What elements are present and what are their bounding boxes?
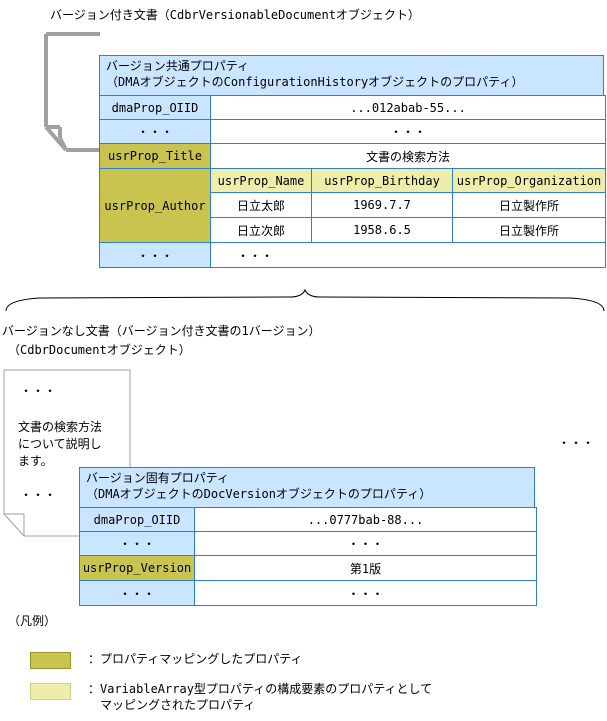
common-properties-title: バージョン共通プロパティ	[106, 59, 250, 73]
brace	[5, 288, 605, 312]
table-row: usrProp_Title 文書の検索方法	[99, 143, 607, 169]
version-properties-header: バージョン固有プロパティ （DMAオブジェクトのDocVersionオブジェクト…	[79, 467, 535, 507]
prop-name-ellipsis: ・・・	[79, 531, 195, 556]
doc-ellipsis-bottom: ・・・	[20, 488, 57, 502]
prop-value-ellipsis: ・・・	[194, 531, 537, 556]
doc-paper	[3, 369, 131, 537]
prop-name-title: usrProp_Title	[99, 143, 211, 169]
table-row: ・・・ ・・・	[99, 119, 607, 144]
legend-array-element-label: ：VariableArray型プロパティの構成要素のプロパティとして	[88, 682, 433, 696]
versioned-doc-frame	[44, 32, 100, 152]
doc-text-line: ます。	[18, 454, 53, 468]
more-versions-ellipsis: ・・・	[558, 436, 595, 450]
author-col-name: usrProp_Name	[210, 168, 312, 193]
version-doc-subtitle: （CdbrDocumentオブジェクト）	[8, 343, 191, 357]
version-properties-title: バージョン固有プロパティ	[86, 471, 230, 485]
legend-mapped-label: ：プロパティマッピングしたプロパティ	[88, 652, 303, 666]
table-row: ・・・ ・・・	[79, 531, 537, 556]
prop-value-title: 文書の検索方法	[209, 143, 607, 169]
prop-value-version: 第1版	[194, 555, 537, 581]
version-doc-title: バージョンなし文書（バージョン付き文書の1バージョン）	[2, 324, 321, 338]
legend-array-element-label-2: マッピングされたプロパティ	[100, 698, 256, 712]
legend-title: （凡例）	[8, 614, 57, 628]
author-cell: 日立太郎	[210, 192, 312, 218]
doc-text-line: について説明し	[18, 437, 102, 451]
prop-name-oiid: dmaProp_OIID	[79, 507, 195, 532]
prop-value-ellipsis: ・・・	[209, 242, 607, 268]
legend-swatch-mapped	[30, 652, 71, 669]
prop-name-version: usrProp_Version	[79, 555, 195, 581]
author-cell: 日立次郎	[210, 217, 312, 243]
prop-name-ellipsis: ・・・	[99, 242, 211, 268]
common-properties-header: バージョン共通プロパティ （DMAオブジェクトのConfigurationHis…	[99, 55, 604, 95]
author-cell: 1958.6.5	[311, 217, 453, 243]
table-row: ・・・ ・・・	[99, 242, 607, 268]
author-cell: 1969.7.7	[311, 192, 453, 218]
prop-value-oiid: ...012abab-55...	[209, 95, 607, 120]
table-row: dmaProp_OIID ...012abab-55...	[99, 95, 607, 120]
version-properties-table: dmaProp_OIID ...0777bab-88... ・・・ ・・・ us…	[79, 507, 537, 606]
prop-name-ellipsis: ・・・	[79, 580, 195, 606]
doc-ellipsis-top: ・・・	[20, 384, 57, 398]
table-row: usrProp_Version 第1版	[79, 555, 537, 581]
author-cell: 日立製作所	[451, 192, 607, 218]
doc-text-line: 文書の検索方法	[18, 420, 103, 434]
version-properties-subtitle: （DMAオブジェクトのDocVersionオブジェクトのプロパティ）	[86, 487, 432, 501]
legend-swatch-array-element	[30, 683, 71, 700]
prop-name-oiid: dmaProp_OIID	[99, 95, 211, 120]
table-row: ・・・ ・・・	[79, 580, 537, 606]
prop-name-author: usrProp_Author	[99, 168, 211, 243]
table-row: usrProp_Author usrProp_Name usrProp_Birt…	[99, 168, 607, 243]
prop-value-ellipsis: ・・・	[194, 580, 537, 606]
author-cell: 日立製作所	[451, 217, 607, 243]
common-properties-subtitle: （DMAオブジェクトのConfigurationHistoryオブジェクトのプロ…	[106, 75, 524, 89]
prop-value-oiid: ...0777bab-88...	[194, 507, 537, 532]
prop-name-ellipsis: ・・・	[99, 119, 211, 144]
prop-value-ellipsis: ・・・	[209, 119, 607, 144]
versioned-doc-title: バージョン付き文書（CdbrVersionableDocumentオブジェクト）	[50, 8, 420, 22]
table-row: dmaProp_OIID ...0777bab-88...	[79, 507, 537, 532]
author-col-organization: usrProp_Organization	[451, 168, 607, 193]
author-col-birthday: usrProp_Birthday	[311, 168, 453, 193]
common-properties-table: dmaProp_OIID ...012abab-55... ・・・ ・・・ us…	[99, 95, 607, 268]
